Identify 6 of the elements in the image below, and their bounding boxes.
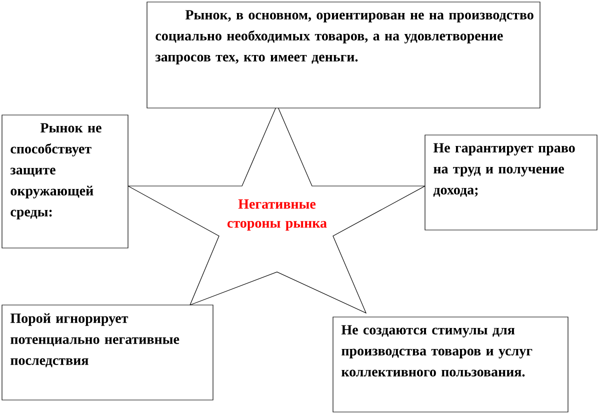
text-box: Порой игнорирует потенциально негативные последствия [2, 304, 214, 400]
star-title: Негативные стороны рынка [228, 199, 327, 231]
text-box: Рынок не способствует защите окружающей среды: [2, 114, 128, 248]
text-box: Рынок, в основном, ориентирован не на производство социально необходимых товаров, а на удовлетворение запросов тех, кто имеет деньги. [146, 2, 540, 108]
text-box: Не гарантирует право на труд и получение дохода; [424, 134, 598, 230]
text-box: Не создаются стимулы для производства товаров и услуг коллективного пользования. [332, 316, 568, 412]
